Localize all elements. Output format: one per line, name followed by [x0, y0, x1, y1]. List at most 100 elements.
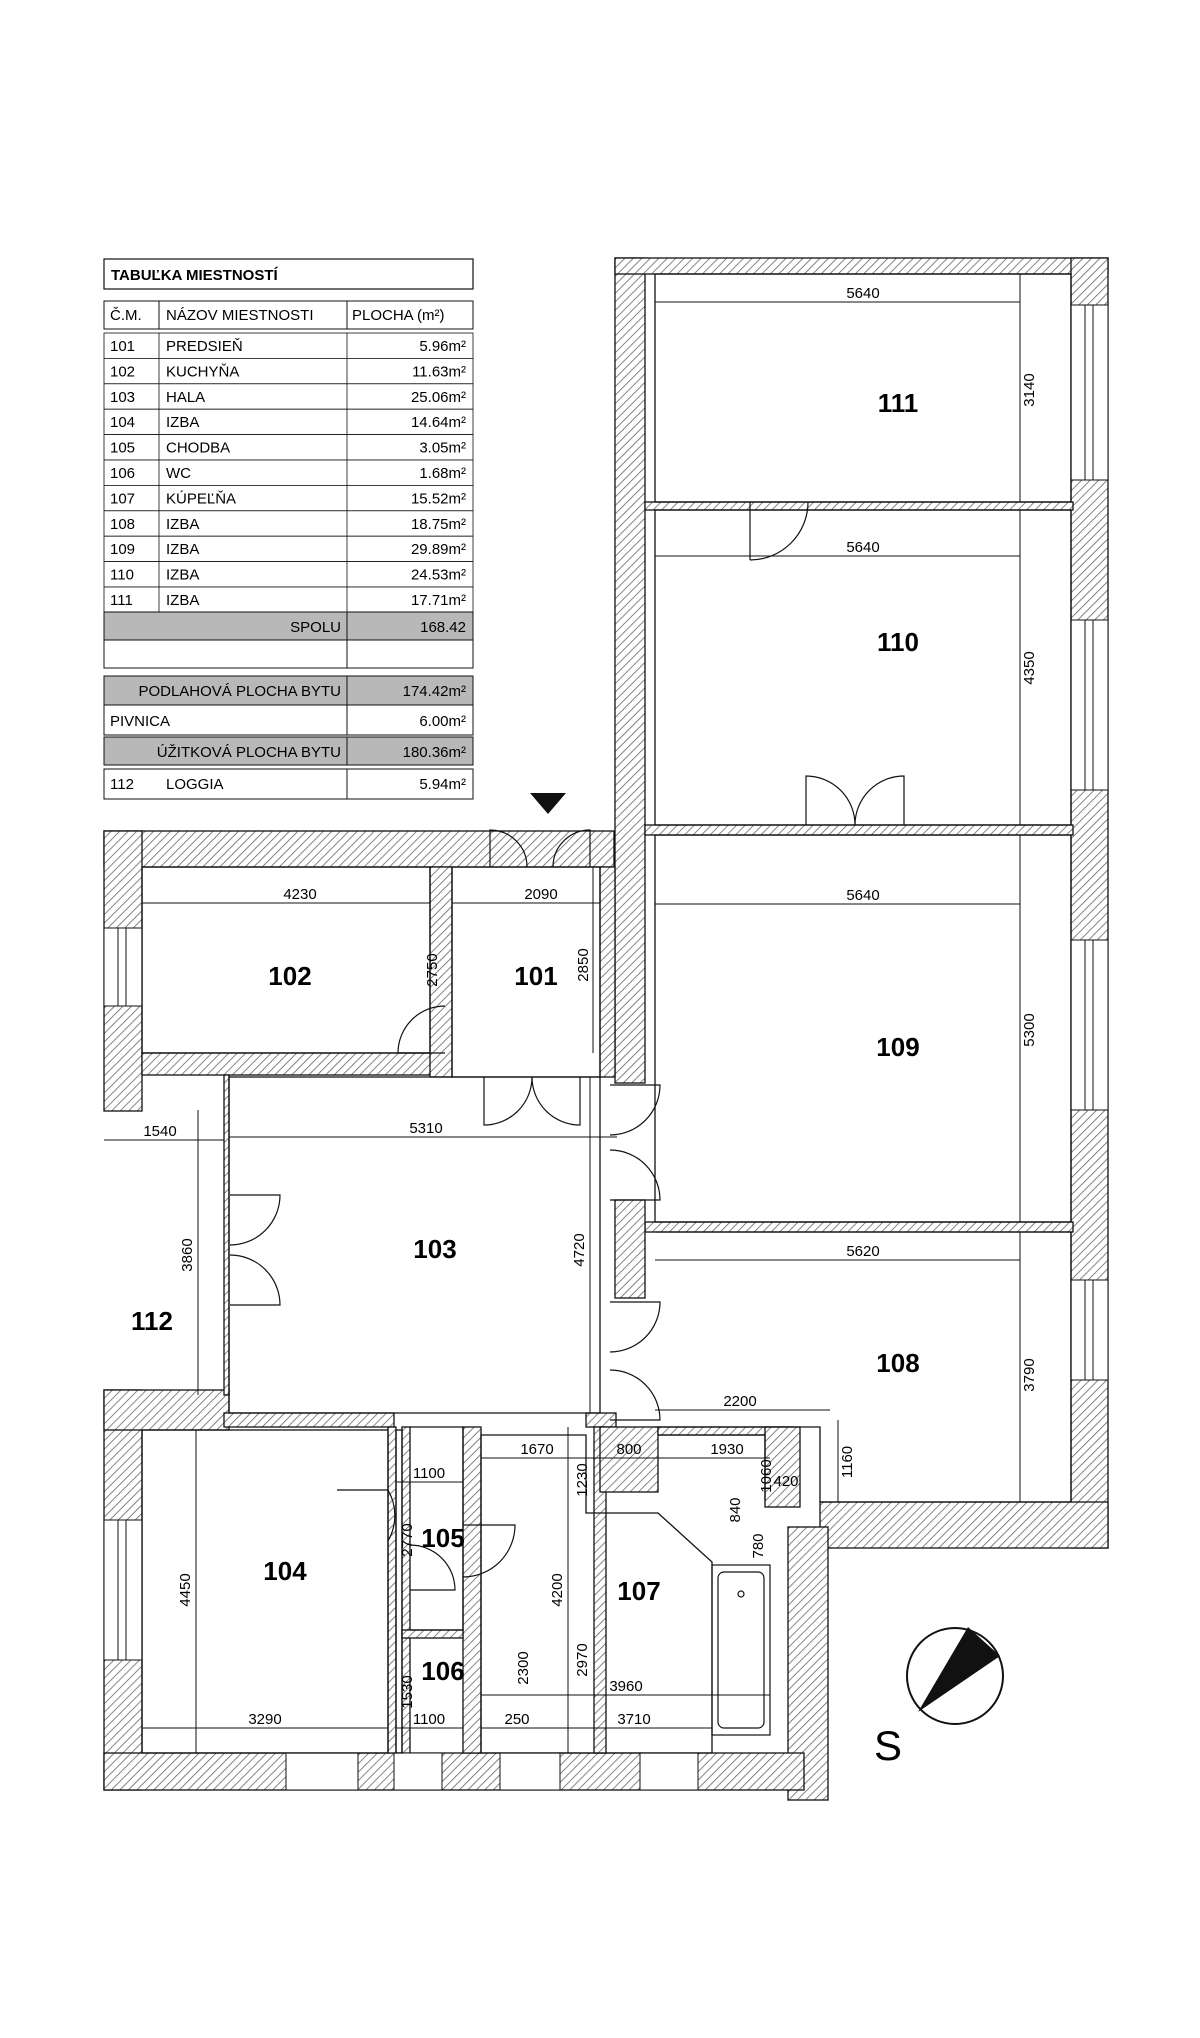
table-cell-area: 11.63m²: [412, 363, 466, 380]
table-cell-num: 103: [110, 389, 135, 406]
dim-text: 1930: [710, 1441, 743, 1458]
dim-text: 2300: [515, 1651, 532, 1684]
door-icon: [805, 775, 856, 826]
room-103-label: 103: [413, 1234, 456, 1264]
table-cell-num: 101: [110, 338, 135, 355]
room-111-label: 111: [878, 388, 919, 418]
loggia-area: 5.94m²: [419, 776, 466, 793]
dim-text: 3710: [617, 1711, 650, 1728]
table-cell-name: WC: [166, 465, 191, 482]
total-label: SPOLU: [290, 619, 341, 636]
table-cell-area: 17.71m²: [411, 592, 466, 609]
table-row: [103, 586, 474, 613]
table-cell-area: 18.75m²: [411, 516, 466, 533]
door-icon: [489, 829, 528, 868]
dim-text: 1530: [399, 1675, 416, 1708]
door-icon: [552, 829, 591, 868]
usable-area-value: 180.36m²: [403, 744, 466, 761]
dimension-texts: 5640 3140 5640 4350 5640 5300 5620 3790 …: [143, 285, 1038, 1728]
table-cell-area: 3.05m²: [419, 440, 466, 457]
table-cell-name: IZBA: [166, 516, 199, 533]
table-cell-num: 109: [110, 541, 135, 558]
table-row: [103, 357, 474, 385]
dim-text: 1670: [520, 1441, 553, 1458]
table-cell-name: CHODBA: [166, 440, 230, 457]
room-104-label: 104: [263, 1556, 307, 1586]
loggia-name: LOGGIA: [166, 776, 224, 793]
dim-text: 800: [616, 1441, 641, 1458]
windows: [103, 304, 1109, 1791]
door-icon: [483, 1076, 533, 1126]
dim-text: 2970: [574, 1643, 591, 1676]
door-icon: [409, 1544, 456, 1591]
dim-text: 4350: [1021, 651, 1038, 684]
table-cell-area: 15.52m²: [411, 490, 466, 507]
total-value: 168.42: [420, 619, 466, 636]
dim-text: 1100: [413, 1465, 445, 1482]
header-num: Č.M.: [110, 307, 142, 324]
table-cell-num: 102: [110, 363, 135, 380]
table-cell-area: 14.64m²: [411, 414, 466, 431]
dim-text: 1100: [413, 1711, 445, 1728]
dim-text: 5640: [846, 887, 879, 904]
dim-text: 4450: [177, 1573, 194, 1606]
table-row: [103, 484, 474, 512]
dim-text: 1540: [143, 1123, 176, 1140]
compass: S: [874, 1627, 1004, 1769]
door-icon: [397, 1005, 446, 1054]
dim-text: 5640: [846, 285, 879, 302]
table-title: TABUĽKA MIESTNOSTÍ: [111, 267, 278, 284]
dim-text: 3790: [1021, 1358, 1038, 1391]
room-outlines: [141, 273, 1072, 1754]
room-109-label: 109: [876, 1032, 919, 1062]
floor-area-value: 174.42m²: [403, 683, 466, 700]
dim-text: 420: [773, 1473, 798, 1490]
table-cell-area: 1.68m²: [419, 465, 466, 482]
room-101-label: 101: [514, 961, 557, 991]
dim-text: 5620: [846, 1243, 879, 1260]
dim-text: 5640: [846, 539, 879, 556]
room-102-label: 102: [268, 961, 311, 991]
dim-text: 840: [727, 1497, 744, 1522]
door-icon: [609, 1301, 661, 1353]
cellar-label: PIVNICA: [110, 713, 170, 730]
table-cell-name: IZBA: [166, 567, 199, 584]
cellar-value: 6.00m²: [419, 713, 466, 730]
table-row: [103, 434, 474, 461]
table-cell-area: 5.96m²: [419, 338, 466, 355]
room-106-label: 106: [421, 1656, 464, 1686]
room-105-label: 105: [421, 1523, 464, 1553]
table-cell-num: 106: [110, 465, 135, 482]
table-cell-num: 110: [110, 567, 134, 584]
room-107-label: 107: [617, 1576, 660, 1606]
compass-letter: S: [874, 1722, 902, 1769]
dim-text: 1060: [758, 1459, 775, 1492]
dim-text: 3290: [248, 1711, 281, 1728]
table-cell-name: PREDSIEŇ: [166, 338, 243, 355]
dim-text: 5310: [409, 1120, 442, 1137]
door-icon: [229, 1194, 281, 1246]
table-row: [103, 383, 474, 410]
table-cell-area: 29.89m²: [411, 541, 466, 558]
table-cell-num: 108: [110, 516, 135, 533]
room-108-label: 108: [876, 1348, 919, 1378]
dim-text: 2770: [399, 1523, 416, 1556]
table-row: [103, 332, 474, 359]
door-icon: [531, 1076, 581, 1126]
room-numbers: 111 110 109 108 102 101 103 112 104 105 …: [131, 388, 920, 1686]
table-cell-name: KÚPEĽŇA: [166, 490, 236, 507]
table-row: [103, 408, 474, 436]
dim-text: 2200: [723, 1393, 756, 1410]
table-row: [103, 561, 474, 588]
bathtub: [711, 1564, 771, 1736]
table-row: [103, 535, 474, 563]
dim-text: 250: [504, 1711, 529, 1728]
door-icon: [749, 501, 809, 561]
door-icon: [462, 1524, 516, 1578]
dim-text: 4200: [549, 1573, 566, 1606]
door-icon: [609, 1084, 661, 1136]
table-cell-area: 25.06m²: [411, 389, 466, 406]
dim-text: 2090: [524, 886, 557, 903]
